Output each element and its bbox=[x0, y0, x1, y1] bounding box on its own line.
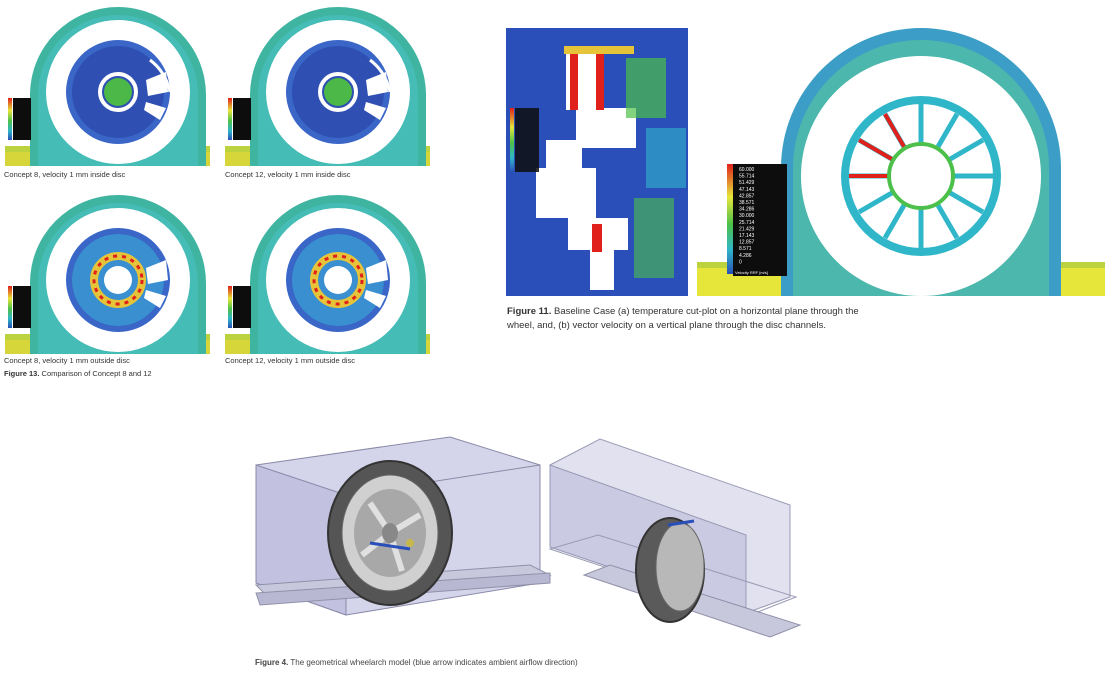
panel-concept12-outside bbox=[225, 195, 430, 354]
legend-value: 34.286 bbox=[739, 207, 755, 213]
legend-value: 21.429 bbox=[739, 226, 755, 232]
legend-value: 47.143 bbox=[739, 187, 755, 193]
figure-caption-line2: wheel, and, (b) vector velocity on a ver… bbox=[507, 320, 826, 331]
legend-unit: Velocity RRF [m/s] bbox=[735, 270, 768, 275]
panel-caption: Concept 8, velocity 1 mm inside disc bbox=[4, 170, 126, 179]
legend-value: 42.857 bbox=[739, 193, 755, 199]
figure-label: Figure 13. bbox=[4, 369, 40, 378]
legend-value: 0 bbox=[739, 259, 742, 265]
figure13-panels bbox=[5, 7, 430, 354]
legend-value: 12.857 bbox=[739, 240, 755, 246]
legend-value: 51.429 bbox=[739, 180, 755, 186]
figure-label: Figure 11. bbox=[507, 306, 552, 317]
legend-value: 8.571 bbox=[739, 246, 752, 252]
panel-concept12-inside bbox=[225, 7, 430, 166]
figure-caption-text: The geometrical wheelarch model (blue ar… bbox=[290, 658, 578, 667]
legend-value: 30.000 bbox=[739, 213, 755, 219]
panel-concept8-inside bbox=[5, 7, 210, 166]
legend-value: 55.714 bbox=[739, 174, 755, 180]
figure4-caption: Figure 4. The geometrical wheelarch mode… bbox=[255, 658, 578, 667]
figure11b-vector-velocity: 60.00055.71451.42947.14342.85738.57134.2… bbox=[697, 28, 1105, 296]
figure-caption-line1: Baseline Case (a) temperature cut-plot o… bbox=[554, 306, 859, 317]
figure11-caption: Figure 11. Baseline Case (a) temperature… bbox=[507, 305, 947, 333]
panel-concept8-outside bbox=[5, 195, 210, 354]
panel-caption: Concept 12, velocity 1 mm outside disc bbox=[225, 356, 356, 365]
legend-value: 38.571 bbox=[739, 200, 755, 206]
figure4-wheelarch-model bbox=[254, 436, 802, 638]
legend-value: 25.714 bbox=[739, 220, 755, 226]
panel-caption: Concept 8, velocity 1 mm outside disc bbox=[4, 356, 130, 365]
figure13-caption: Figure 13. Comparison of Concept 8 and 1… bbox=[4, 369, 152, 378]
panel-caption: Concept 12, velocity 1 mm inside disc bbox=[225, 170, 351, 179]
legend-value: 17.143 bbox=[739, 233, 755, 239]
legend-value: 4.286 bbox=[739, 253, 752, 259]
figure-caption-text: Comparison of Concept 8 and 12 bbox=[41, 369, 152, 378]
legend-value: 60.000 bbox=[739, 167, 755, 173]
figure-label: Figure 4. bbox=[255, 658, 289, 667]
figure11a-temperature-cutplot bbox=[506, 28, 688, 296]
